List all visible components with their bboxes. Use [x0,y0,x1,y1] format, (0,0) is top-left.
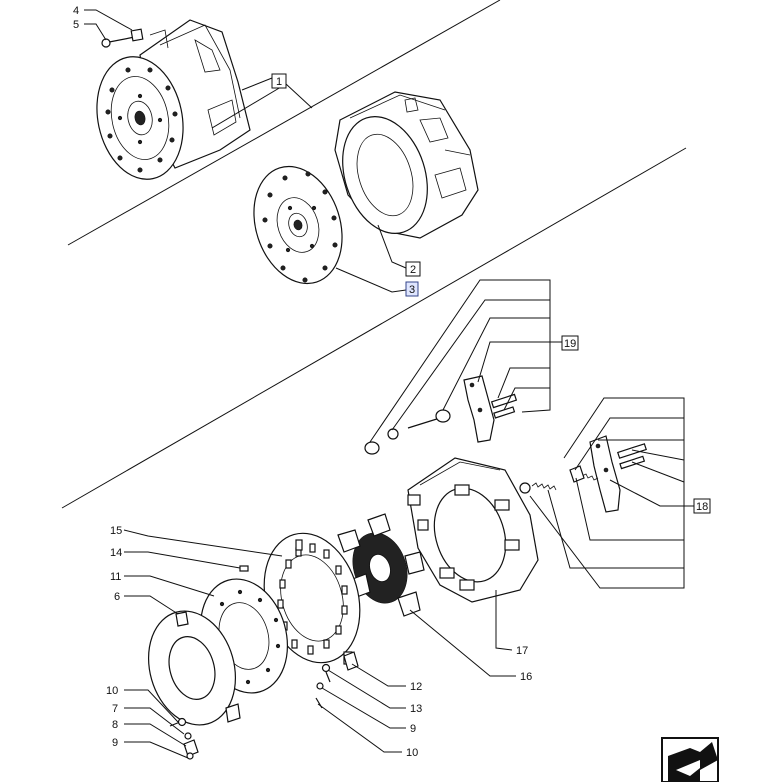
callout-10-right: 10 [406,747,418,759]
callout-10-left: 10 [106,685,118,697]
release-lever-group-19 [364,375,518,455]
callout-13: 13 [410,703,422,715]
friction-plate-6 [147,610,241,726]
callout-19: 19 [564,338,576,350]
hub-disc-16 [337,513,425,617]
callout-3: 3 [409,284,415,296]
callout-18: 18 [696,501,708,513]
clutch-assembly-complete [96,19,251,180]
callout-box-1 [271,73,287,89]
pressure-plate-assembly-2 [334,91,479,239]
page-turn-arrow-icon[interactable] [661,737,719,782]
callout-11: 11 [110,571,121,583]
callout-box-2 [405,261,421,277]
release-lever-group-18 [519,435,647,513]
callout-6: 6 [114,591,120,603]
callout-box-18 [693,498,711,514]
callout-box-3 [405,281,419,297]
callout-8: 8 [112,719,118,731]
pin-14 [239,565,249,572]
callout-9-left: 9 [112,737,118,749]
fasteners-group-left [169,717,199,760]
callout-2: 2 [410,264,416,276]
callout-15: 15 [110,525,122,537]
callout-1: 1 [276,76,282,88]
callout-16: 16 [520,671,532,683]
divider-line-top [67,0,501,246]
callout-box-19 [561,335,579,351]
callout-14: 14 [110,547,122,559]
callout-9-right: 9 [410,723,416,735]
callout-7: 7 [112,703,118,715]
driven-disc-3 [253,165,343,285]
callout-17: 17 [516,645,528,657]
callout-12: 12 [410,681,422,693]
callout-5: 5 [73,19,79,31]
callout-4: 4 [73,5,79,17]
washer-5 [101,38,111,48]
clutch-cover-17 [407,457,539,603]
divider-line-middle [61,147,687,509]
